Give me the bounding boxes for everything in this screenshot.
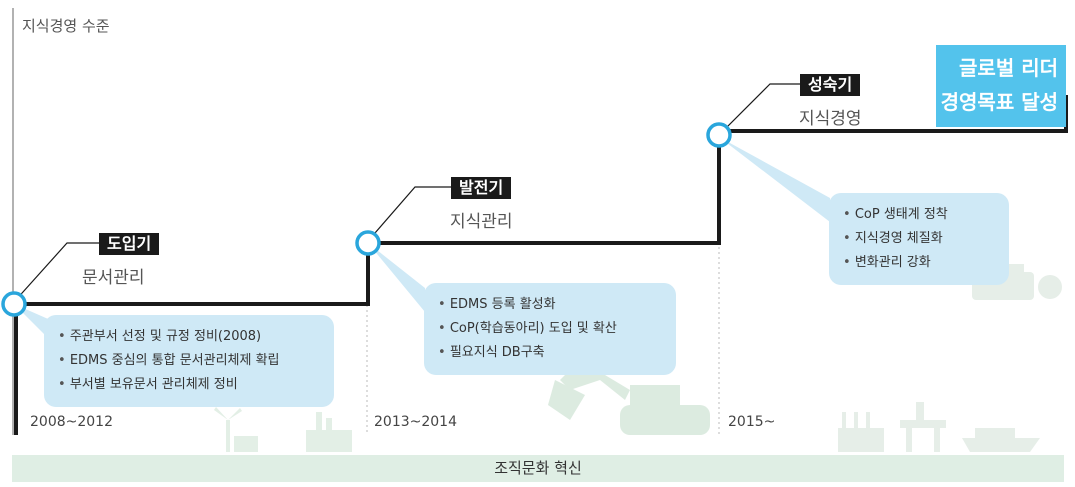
period-label: 2008~2012 xyxy=(30,414,113,430)
wind-turbine-icon xyxy=(214,407,258,452)
milestone-node xyxy=(355,230,381,256)
factory-icon xyxy=(306,412,352,452)
bubble-item: 부서별 보유문서 관리체제 정비 xyxy=(58,373,320,397)
bubble-pointer xyxy=(368,243,425,312)
bubble-item: 변화관리 강화 xyxy=(843,251,995,275)
bubble-item: EDMS 등록 활성화 xyxy=(438,293,662,317)
bubble-pointer xyxy=(719,137,830,222)
stage-tag: 발전기 xyxy=(451,177,512,199)
bubble-item: 주관부서 선정 및 규정 정비(2008) xyxy=(58,325,320,349)
stage-bubble: CoP 생태계 정착 지식경영 체질화 변화관리 강화 xyxy=(829,193,1009,285)
bubble-item: EDMS 중심의 통합 문서관리체제 확립 xyxy=(58,349,320,373)
axis-title: 지식경영 수준 xyxy=(22,17,110,35)
goal-line-1: 글로벌 리더 xyxy=(959,56,1058,80)
footer-band: 조직문화 혁신 xyxy=(12,455,1064,482)
bubble-item: CoP(학습동아리) 도입 및 확산 xyxy=(438,317,662,341)
transformer-icon xyxy=(838,412,884,452)
period-label: 2013~2014 xyxy=(374,414,457,430)
bubble-item: CoP 생태계 정착 xyxy=(843,203,995,227)
stage-leader xyxy=(718,83,802,136)
stage-tag: 성숙기 xyxy=(800,74,861,96)
goal-line-2: 경영목표 달성 xyxy=(940,90,1058,114)
stage-subtitle: 지식관리 xyxy=(450,212,513,232)
ship-icon xyxy=(962,428,1040,452)
stage-leader xyxy=(13,242,100,303)
goal-box: 글로벌 리더 경영목표 달성 xyxy=(936,45,1066,127)
stage-bubble: 주관부서 선정 및 규정 정비(2008) EDMS 중심의 통합 문서관리체제… xyxy=(44,315,334,407)
stage-subtitle: 문서관리 xyxy=(82,268,145,288)
growth-line xyxy=(14,95,1068,435)
stage-subtitle: 지식경영 xyxy=(799,109,862,129)
bubble-item: 필요지식 DB구축 xyxy=(438,341,662,365)
stage-bubble: EDMS 등록 활성화 CoP(학습동아리) 도입 및 확산 필요지식 DB구축 xyxy=(424,283,676,375)
oil-rig-icon xyxy=(900,402,946,452)
milestone-node xyxy=(1,291,27,317)
stage-leader xyxy=(367,186,452,242)
stage-tag: 도입기 xyxy=(99,233,160,255)
bubble-item: 지식경영 체질화 xyxy=(843,227,995,251)
period-label: 2015~ xyxy=(728,414,776,430)
milestone-node xyxy=(706,122,732,148)
